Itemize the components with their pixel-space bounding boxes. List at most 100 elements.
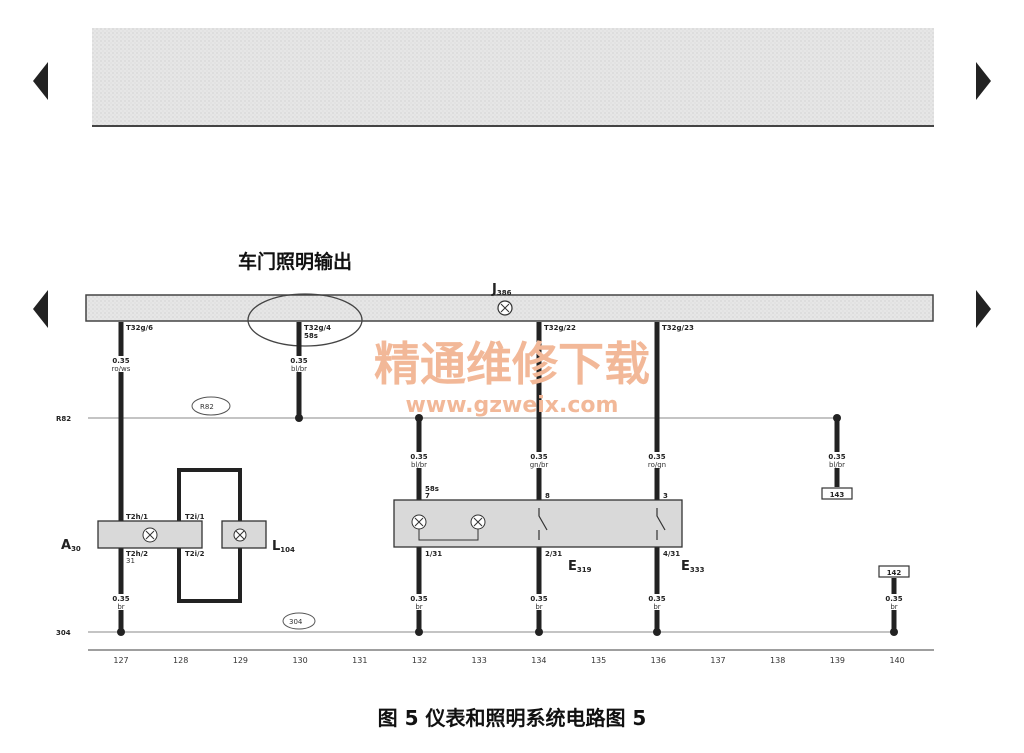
highlight-ellipse (247, 293, 363, 347)
lamp-link-line (418, 529, 479, 541)
prev-arrow-top[interactable] (33, 62, 48, 100)
top-rail-badge (191, 396, 231, 416)
bus-cross-icon (500, 303, 510, 313)
e319b-pin-bottom: 2/31 (545, 550, 562, 558)
wire-color: ro/gn (648, 461, 666, 469)
wire-color: bl/br (411, 461, 427, 469)
column-number: 137 (710, 656, 725, 665)
e319-label: E319 (568, 559, 592, 574)
wire-gauge: 0.35 (530, 595, 547, 603)
column-number: 139 (830, 656, 845, 665)
column-number: 133 (472, 656, 487, 665)
loop-wire-bottom (177, 548, 242, 603)
switch-contact-icon (538, 508, 548, 540)
e333-pin-top: 3 (663, 492, 668, 500)
prev-arrow-bottom[interactable] (33, 290, 48, 328)
wire-gauge: 0.35 (410, 595, 427, 603)
component-switch-module (393, 499, 683, 548)
l104-pin-bottom: T2i/2 (185, 550, 205, 558)
bus-label: J386 (491, 282, 512, 297)
e319-pin-top: 58s (425, 485, 439, 493)
wire-color: br (653, 603, 660, 611)
column-number: 136 (651, 656, 666, 665)
wire-gauge: 0.35 (885, 595, 902, 603)
ground-dot (653, 628, 661, 636)
wire-color: bl/br (291, 365, 307, 373)
l104-pin-top: T2i/1 (185, 513, 205, 521)
e319b-pin-top: 8 (545, 492, 550, 500)
wire-color: bl/br (829, 461, 845, 469)
watermark-url: www.gzweix.com (406, 393, 619, 418)
ref-box-142[interactable] (878, 565, 910, 578)
wire-color: br (415, 603, 422, 611)
ground-dot (415, 628, 423, 636)
section-title: 车门照明输出 (238, 250, 352, 273)
wire-gauge: 0.35 (290, 357, 307, 365)
junction-dot (295, 414, 303, 422)
connection-dots (117, 414, 898, 636)
column-number: 138 (770, 656, 785, 665)
column-number: 132 (412, 656, 427, 665)
watermark-title: 精通维修下载 (374, 337, 650, 391)
column-number: 131 (352, 656, 367, 665)
l104-lamp-cross-icon (235, 530, 245, 540)
ground-dot (117, 628, 125, 636)
ref-box-143[interactable] (821, 487, 853, 500)
wire-gauge: 0.35 (530, 453, 547, 461)
wire-color: gn/br (530, 461, 549, 469)
pin-label: T32g/6 (126, 324, 153, 332)
top-rail-badge-text: R82 (200, 403, 214, 411)
pin-label: T32g/4 (304, 324, 331, 332)
pin-label: T32g/22 (544, 324, 576, 332)
loop-wire-top (177, 468, 242, 521)
wire-color: br (535, 603, 542, 611)
bottom-rail-label: 304 (56, 629, 71, 637)
ref-box-142-text: 142 (887, 569, 902, 577)
column-number: 134 (531, 656, 546, 665)
column-labels: 127 128 129 130 131 132 133 134 135 136 137 138 139 1… (113, 656, 904, 665)
wire-gauge: 0.35 (112, 357, 129, 365)
component-a30 (97, 520, 203, 549)
wire-gauge: 0.35 (648, 595, 665, 603)
a30-cross-icon (145, 530, 155, 540)
figure-caption: 图 5 仪表和照明系统电路图 5 (378, 706, 647, 730)
ground-dot (535, 628, 543, 636)
junction-dot (833, 414, 841, 422)
next-arrow-bottom[interactable] (976, 290, 991, 328)
column-number: 130 (292, 656, 307, 665)
column-number: 129 (233, 656, 248, 665)
a30-pin-top: T2h/1 (126, 513, 148, 521)
bottom-rail-badge-text: 304 (289, 618, 303, 626)
column-number: 128 (173, 656, 188, 665)
a30-pin-bottom-2: 31 (126, 557, 135, 565)
l104-label: L104 (272, 539, 295, 554)
switch-contact-icon-2 (656, 508, 666, 540)
e319-pin-top-2: 7 (425, 492, 430, 500)
wire-gauge: 0.35 (828, 453, 845, 461)
wire-gauge: 0.35 (410, 453, 427, 461)
previous-diagram-panel (92, 28, 934, 126)
next-arrow-top[interactable] (976, 62, 991, 100)
junction-dot (415, 414, 423, 422)
e333-label: E333 (681, 559, 705, 574)
column-number: 135 (591, 656, 606, 665)
wire-color: br (890, 603, 897, 611)
bottom-rail-badge (282, 612, 316, 630)
wire-color: ro/ws (112, 365, 131, 373)
e319-pin-bottom: 1/31 (425, 550, 442, 558)
top-rail-label: R82 (56, 415, 71, 423)
pin-label: 58s (304, 332, 318, 340)
ground-dot (890, 628, 898, 636)
wire-color: br (117, 603, 124, 611)
ref-box-143-text: 143 (830, 491, 845, 499)
a30-label: A30 (61, 538, 81, 553)
wire-spec-labels: 0.35 ro/ws 0.35 bl/br 0.35 bl/br 0.35 gn… (104, 356, 907, 611)
column-number: 127 (113, 656, 128, 665)
wire-gauge: 0.35 (112, 595, 129, 603)
a30-pin-bottom: T2h/2 (126, 550, 148, 558)
wire-gauge: 0.35 (648, 453, 665, 461)
switch-lamp-cross-icon-2 (473, 517, 483, 527)
column-number: 140 (889, 656, 904, 665)
